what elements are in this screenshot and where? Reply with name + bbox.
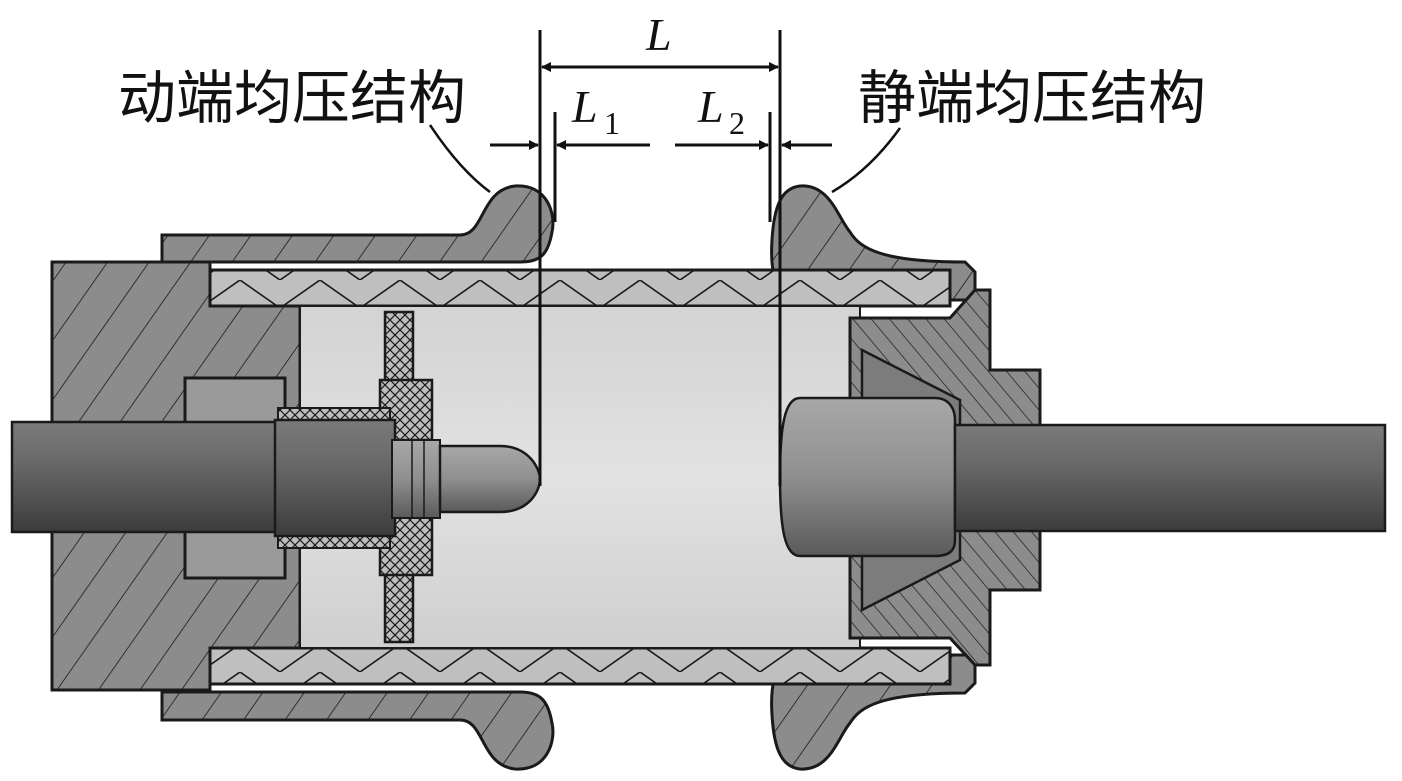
moving-end-label: 动端均压结构 [118,64,466,132]
dimension-l1-main: L [571,81,598,132]
static-contact [778,396,1387,558]
dimension-l-label: L [645,9,672,60]
dimension-l2-subscript: 2 [729,105,745,141]
dimension-l1-subscript: 1 [604,105,620,141]
dimension-l2-main: L [697,81,724,132]
dimension-lines [490,30,832,486]
dimension-l1-label: L 1 [571,81,620,141]
moving-end-shield-bottom [160,690,555,771]
moving-conductor-rod [10,418,542,538]
leader-lines [428,124,902,194]
moving-end-shield-top [160,184,555,264]
static-end-label: 静端均压结构 [858,64,1206,132]
dimension-l2-label: L 2 [697,81,745,141]
insulator-envelope [208,268,952,686]
